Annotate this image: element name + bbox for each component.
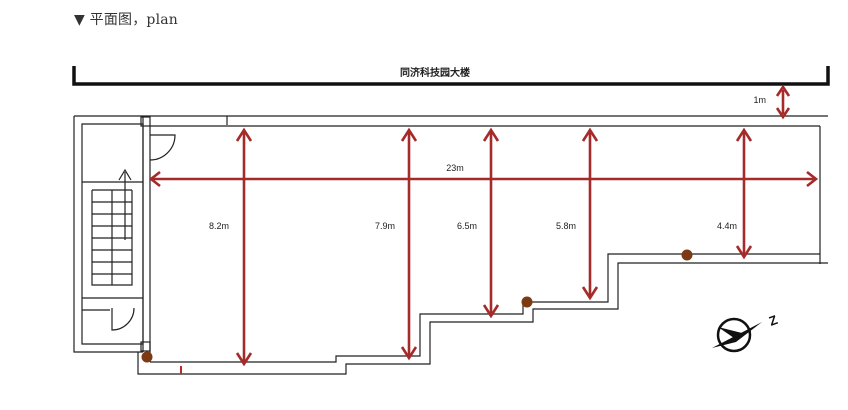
staircase — [82, 168, 143, 299]
dimension-d1: 8.2m — [209, 127, 253, 367]
dim-gap-label: 1m — [753, 95, 766, 105]
dimension-gap: 1m — [753, 84, 791, 120]
column-marker — [141, 351, 153, 363]
neighbor-building: 同济科技园大楼 — [72, 66, 830, 86]
dim-d5-label: 4.4m — [717, 221, 737, 231]
north-arrow-icon: Z — [712, 312, 780, 353]
columns — [141, 249, 693, 363]
dim-d3-label: 6.5m — [457, 221, 477, 231]
building-label: 同济科技园大楼 — [400, 66, 470, 79]
figure-caption: ▼ 平面图，plan — [74, 12, 179, 28]
dimension-length: 23m — [148, 163, 819, 188]
doors — [82, 134, 176, 331]
outer-walls — [73, 115, 828, 375]
dimension-d4: 5.8m — [556, 127, 599, 301]
dim-d2-label: 7.9m — [375, 221, 395, 231]
north-label: Z — [767, 312, 780, 329]
dim-length-label: 23m — [446, 163, 464, 173]
dim-d1-label: 8.2m — [209, 221, 229, 231]
dimension-d5: 4.4m — [717, 127, 753, 260]
column-marker — [681, 249, 693, 261]
column-marker — [521, 296, 533, 308]
dimension-d3: 6.5m — [457, 127, 500, 319]
dim-d4-label: 5.8m — [556, 221, 576, 231]
dimension-d2: 7.9m — [375, 127, 418, 361]
